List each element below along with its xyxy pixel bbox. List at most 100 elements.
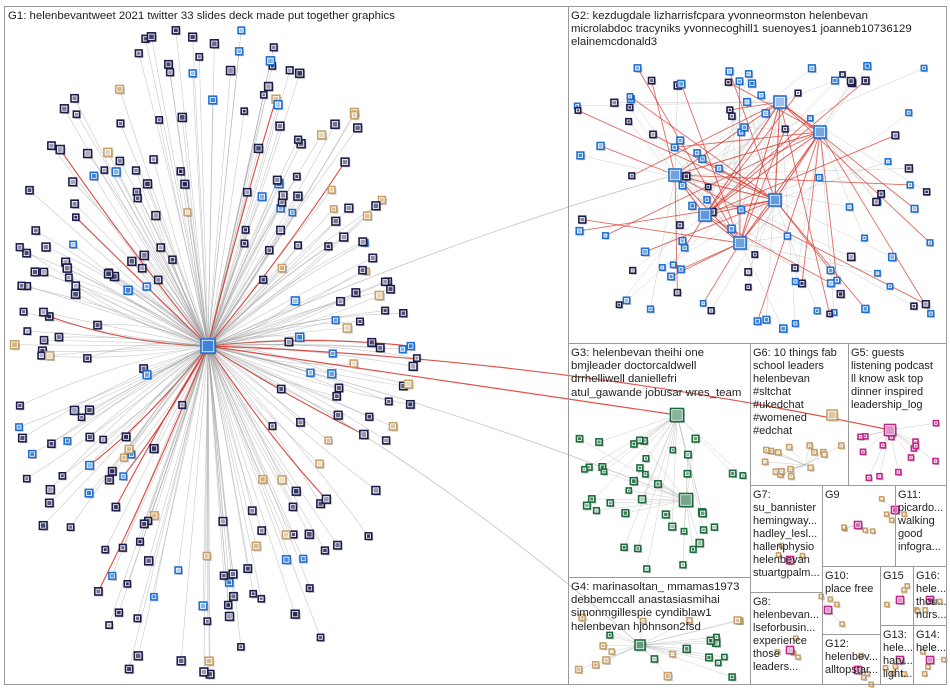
node-avatar-fill — [87, 407, 92, 413]
edge-line — [779, 80, 836, 103]
edge-line — [680, 83, 741, 244]
group-box-g12 — [822, 634, 881, 685]
edge-line — [35, 230, 209, 347]
edge-line — [704, 134, 896, 216]
edge-line — [145, 38, 209, 347]
node-avatar-fill — [577, 229, 582, 233]
node-avatar-fill — [273, 96, 279, 102]
node-avatar-fill — [686, 453, 690, 457]
node-avatar-icon — [315, 459, 324, 469]
group-box-g8 — [750, 592, 823, 685]
node-avatar-fill — [710, 210, 715, 214]
node-avatar-fill — [778, 554, 780, 556]
node-avatar-fill — [590, 497, 594, 501]
edge-line — [819, 131, 877, 203]
edge-line — [207, 246, 329, 347]
node-avatar-icon — [608, 648, 616, 655]
node-avatar-icon — [349, 359, 359, 368]
node-avatar-fill — [863, 236, 866, 240]
node-avatar-fill — [836, 603, 838, 605]
node-avatar-fill — [723, 656, 726, 658]
node-avatar-fill — [664, 512, 668, 517]
node-avatar-fill — [651, 132, 655, 136]
node-avatar-fill — [401, 311, 406, 315]
edge-line — [596, 499, 687, 511]
node-avatar-icon — [922, 607, 928, 613]
node-avatar-fill — [126, 447, 132, 452]
node-avatar-fill — [925, 190, 928, 194]
node-avatar-fill — [242, 241, 246, 246]
edge-line — [136, 191, 209, 347]
node-avatar-fill — [227, 580, 232, 585]
node-avatar-fill — [80, 415, 83, 419]
node-avatar-fill — [185, 210, 190, 214]
node-avatar-fill — [683, 246, 687, 250]
edge-line — [605, 131, 821, 236]
node-avatar-fill — [333, 219, 338, 224]
node-avatar-icon — [23, 327, 32, 336]
node-avatar-fill — [41, 523, 46, 528]
node-avatar-fill — [631, 479, 636, 483]
edge-line — [637, 67, 741, 244]
node-avatar-fill — [323, 548, 327, 553]
node-avatar-fill — [770, 450, 772, 452]
edge-line — [50, 345, 209, 490]
node-avatar-fill — [32, 269, 38, 274]
node-avatar-fill — [319, 635, 322, 639]
edge-line — [207, 345, 249, 569]
node-avatar-fill — [47, 500, 52, 505]
node-avatar-fill — [828, 411, 836, 419]
node-avatar-fill — [604, 234, 607, 237]
edge-line — [639, 620, 690, 646]
edge-line — [93, 175, 209, 347]
node-avatar-fill — [587, 465, 591, 469]
node-avatar-fill — [601, 644, 605, 648]
edge-line — [115, 345, 209, 508]
node-avatar-fill — [20, 435, 25, 441]
edge-line — [207, 199, 383, 347]
edge-line — [207, 345, 641, 646]
node-avatar-fill — [326, 244, 331, 249]
node-avatar-icon — [381, 436, 391, 445]
node-avatar-icon — [339, 232, 349, 242]
node-avatar-fill — [917, 610, 919, 612]
node-avatar-fill — [661, 266, 664, 269]
node-avatar-fill — [878, 475, 881, 478]
edge-line — [676, 414, 733, 474]
node-avatar-fill — [125, 582, 129, 586]
node-avatar-fill — [702, 528, 705, 532]
node-avatar-fill — [700, 210, 710, 220]
node-avatar-icon — [635, 436, 644, 444]
node-avatar-fill — [755, 319, 760, 323]
node-avatar-fill — [27, 188, 32, 193]
node-avatar-fill — [140, 266, 145, 271]
node-avatar-fill — [864, 435, 867, 438]
node-avatar-fill — [239, 28, 243, 32]
edge-line — [26, 252, 209, 347]
node-avatar-fill — [622, 545, 626, 549]
node-avatar-fill — [342, 159, 348, 165]
node-avatar-fill — [727, 80, 730, 84]
node-avatar-fill — [152, 513, 157, 518]
node-avatar-icon — [321, 494, 332, 504]
node-avatar-fill — [110, 574, 114, 578]
group-box-g16 — [913, 566, 947, 626]
edge-line — [674, 174, 796, 269]
node-avatar-fill — [231, 594, 236, 599]
node-avatar-fill — [279, 477, 285, 482]
node-avatar-fill — [671, 449, 674, 451]
node-avatar-fill — [631, 269, 634, 272]
node-avatar-fill — [296, 243, 300, 247]
node-avatar-fill — [69, 525, 73, 529]
node-avatar-fill — [324, 496, 329, 502]
edge-line — [22, 345, 209, 439]
node-avatar-icon — [884, 158, 892, 165]
node-avatar-fill — [783, 127, 787, 131]
node-avatar-fill — [903, 673, 905, 675]
node-avatar-fill — [43, 244, 49, 250]
node-avatar-fill — [326, 438, 330, 442]
node-avatar-icon — [629, 266, 637, 275]
node-avatar-icon — [44, 351, 55, 361]
node-avatar-icon — [174, 566, 183, 575]
edge-line — [104, 169, 209, 347]
